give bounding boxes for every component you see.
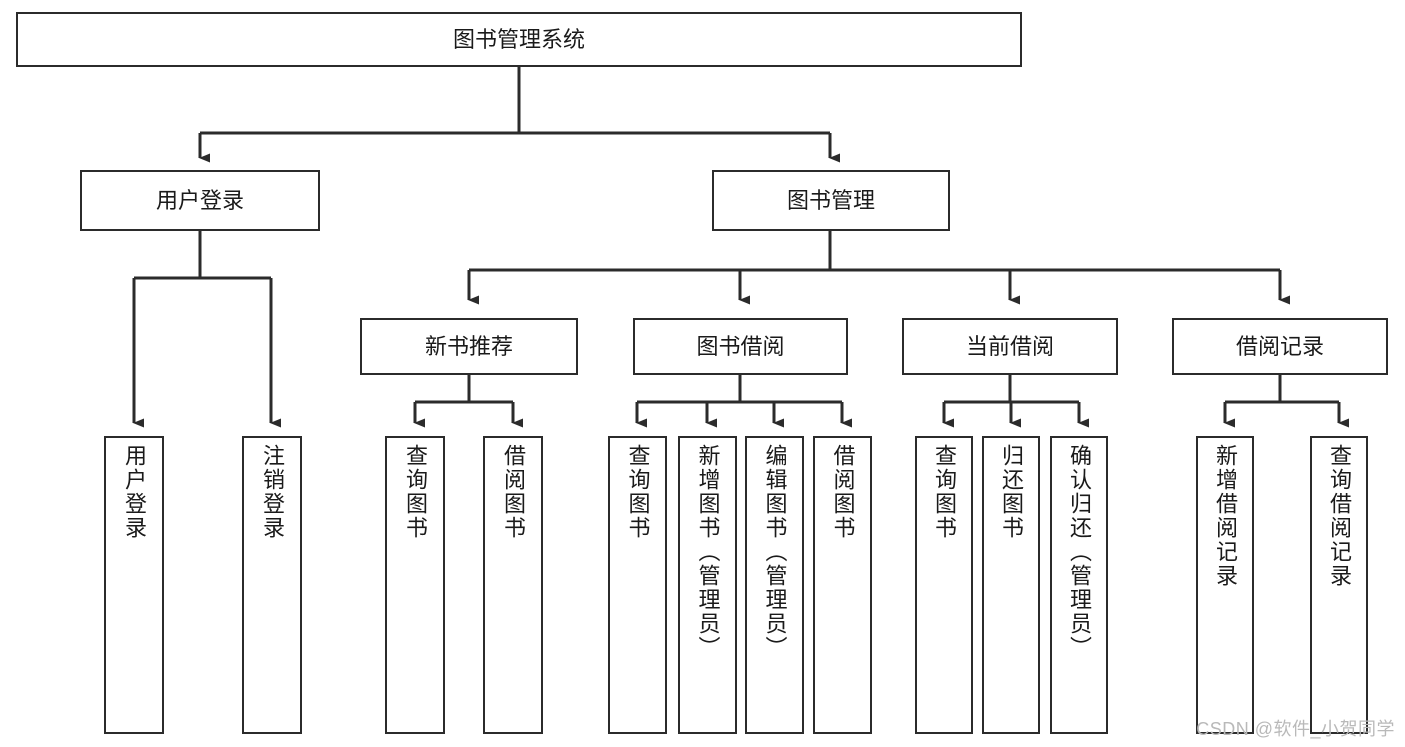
node-leaf-query-book-borrow-label: 查询图书 — [625, 444, 651, 540]
node-leaf-return-book[interactable]: 归还图书 — [982, 436, 1040, 734]
node-leaf-borrow-book[interactable]: 借阅图书 — [813, 436, 872, 734]
node-new-book-recommend[interactable]: 新书推荐 — [360, 318, 578, 375]
node-leaf-return-book-label: 归还图书 — [999, 444, 1024, 540]
node-borrow-records-label: 借阅记录 — [1235, 333, 1324, 359]
node-leaf-confirm-return-admin[interactable]: 确认归还（管理员） — [1050, 436, 1108, 734]
node-root-label: 图书管理系统 — [452, 26, 585, 52]
node-leaf-add-borrow-record-label: 新增借阅记录 — [1213, 444, 1238, 588]
node-book-management[interactable]: 图书管理 — [712, 170, 950, 231]
node-leaf-query-borrow-record[interactable]: 查询借阅记录 — [1310, 436, 1368, 734]
node-leaf-edit-book-admin[interactable]: 编辑图书（管理员） — [745, 436, 804, 734]
node-new-book-recommend-label: 新书推荐 — [424, 333, 513, 359]
node-leaf-confirm-return-admin-label: 确认归还（管理员） — [1067, 444, 1092, 660]
node-book-borrow[interactable]: 图书借阅 — [633, 318, 848, 375]
node-leaf-query-book-current-label: 查询图书 — [932, 444, 957, 540]
node-leaf-add-book-admin-label: 新增图书（管理员） — [695, 444, 721, 660]
node-leaf-logout-label: 注销登录 — [260, 444, 285, 540]
node-user-login[interactable]: 用户登录 — [80, 170, 320, 231]
node-book-management-label: 图书管理 — [786, 187, 875, 213]
node-user-login-label: 用户登录 — [155, 187, 244, 213]
node-leaf-borrow-book-label: 借阅图书 — [830, 444, 856, 540]
node-current-borrow[interactable]: 当前借阅 — [902, 318, 1118, 375]
node-leaf-user-login-label: 用户登录 — [122, 444, 147, 540]
node-book-borrow-label: 图书借阅 — [696, 333, 785, 359]
node-leaf-query-book-borrow[interactable]: 查询图书 — [608, 436, 667, 734]
node-current-borrow-label: 当前借阅 — [965, 333, 1054, 359]
node-leaf-query-book-recommend[interactable]: 查询图书 — [385, 436, 445, 734]
node-root[interactable]: 图书管理系统 — [16, 12, 1022, 67]
node-leaf-add-book-admin[interactable]: 新增图书（管理员） — [678, 436, 737, 734]
node-leaf-borrow-book-recommend[interactable]: 借阅图书 — [483, 436, 543, 734]
node-leaf-add-borrow-record[interactable]: 新增借阅记录 — [1196, 436, 1254, 734]
node-leaf-borrow-book-recommend-label: 借阅图书 — [501, 444, 526, 540]
node-leaf-query-borrow-record-label: 查询借阅记录 — [1327, 444, 1352, 588]
node-leaf-edit-book-admin-label: 编辑图书（管理员） — [762, 444, 788, 660]
node-leaf-query-book-current[interactable]: 查询图书 — [915, 436, 973, 734]
node-borrow-records[interactable]: 借阅记录 — [1172, 318, 1388, 375]
node-leaf-logout[interactable]: 注销登录 — [242, 436, 302, 734]
node-leaf-query-book-recommend-label: 查询图书 — [403, 444, 428, 540]
node-leaf-user-login[interactable]: 用户登录 — [104, 436, 164, 734]
